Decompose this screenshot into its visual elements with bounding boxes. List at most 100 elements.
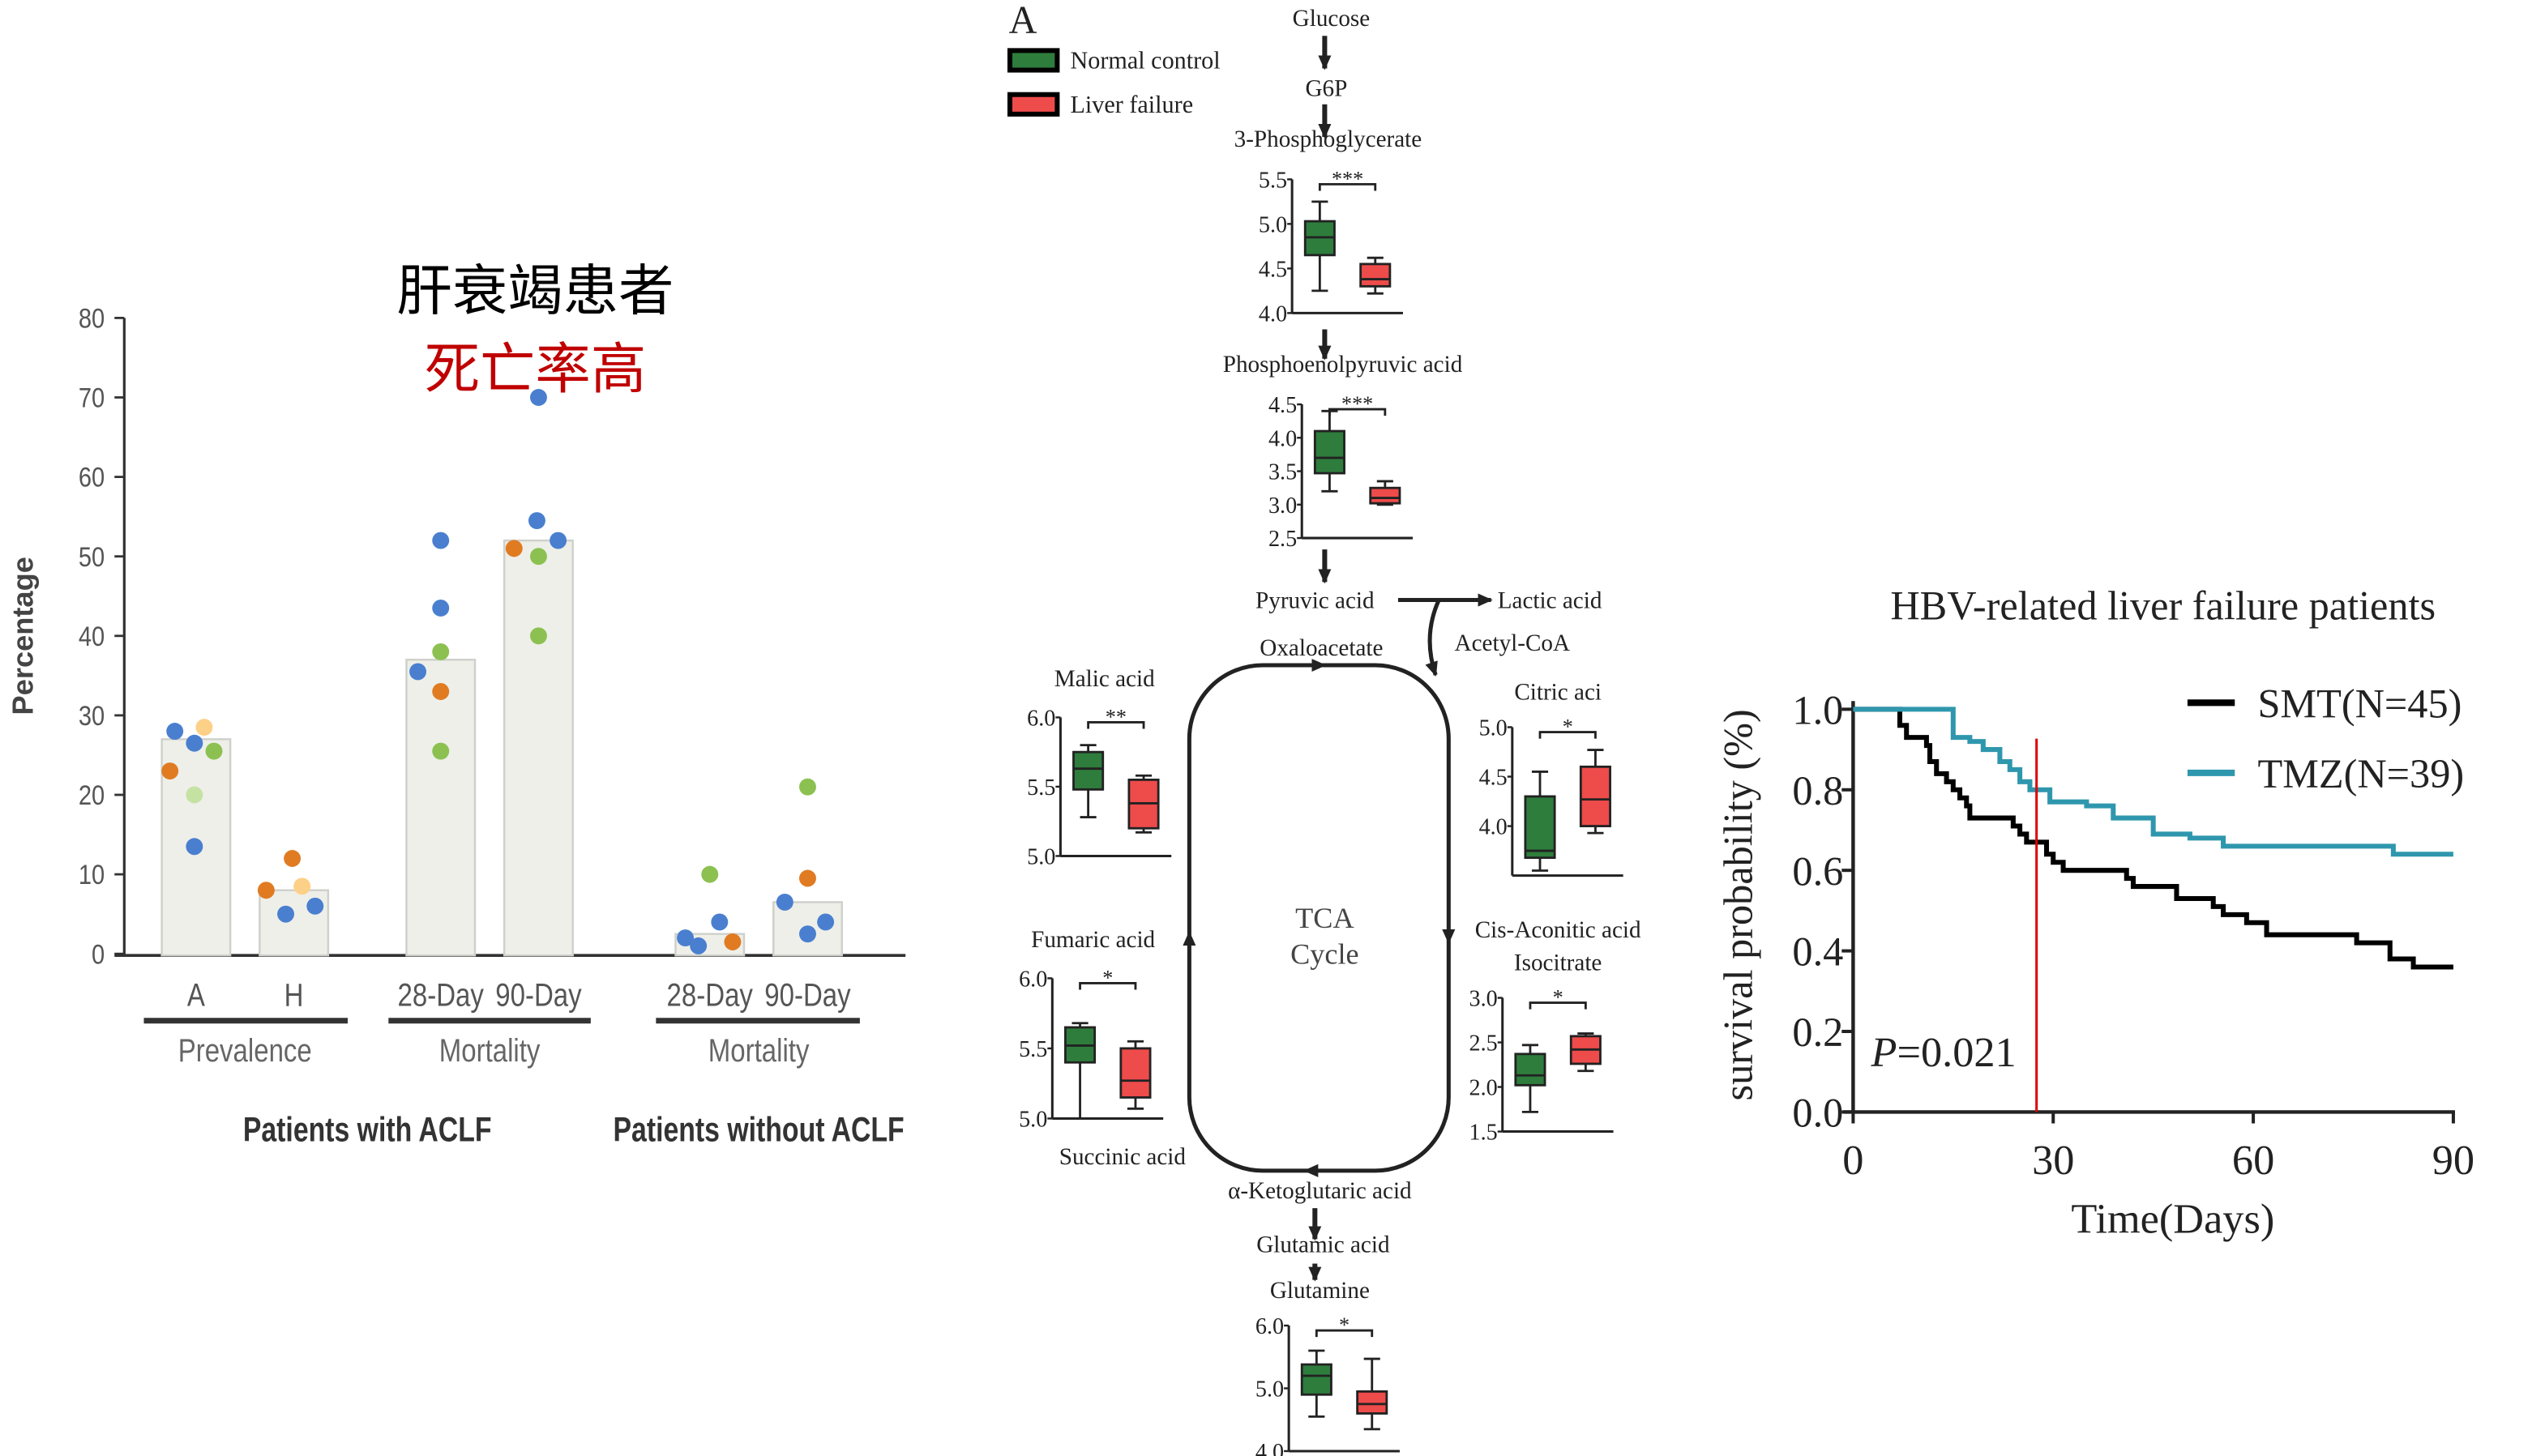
- y-tick-label: 6.0: [1019, 967, 1047, 992]
- data-point: [817, 913, 835, 931]
- bar: [503, 539, 574, 957]
- pathway-label-acetyl: Acetyl-CoA: [1455, 630, 1571, 656]
- data-point: [432, 643, 450, 660]
- box-liver-failure: [1369, 486, 1401, 505]
- pathway-label-lactic: Lactic acid: [1498, 588, 1602, 614]
- y-tick-label: 1.0: [1792, 687, 1843, 732]
- panel-letter: A: [1009, 0, 1037, 41]
- data-point: [528, 512, 545, 530]
- p-value-annotation: P=0.021: [1871, 1029, 2017, 1076]
- x-tick-label: 30: [2032, 1137, 2074, 1184]
- pathway-label-oxaloacetate: Oxaloacetate: [1260, 635, 1383, 661]
- significance-stars: **: [1106, 705, 1127, 728]
- y-tick-label: 5.0: [1255, 1377, 1284, 1403]
- y-tick-label: 0.2: [1792, 1010, 1843, 1055]
- legend-label: SMT(N=45): [2257, 681, 2462, 726]
- y-tick-label: 5.5: [1027, 775, 1055, 801]
- box-normal-control: [1313, 429, 1345, 475]
- box-normal-control: [1300, 1363, 1332, 1396]
- tca-label: TCA: [1295, 902, 1354, 934]
- significance-bracket: [1315, 1329, 1374, 1338]
- y-tick-label: 4.5: [1479, 766, 1508, 791]
- y-tick-label: 6.0: [1027, 706, 1055, 731]
- boxplot-panel: Phosphoenolpyruvic acid2.53.03.54.04.5**…: [1223, 352, 1463, 552]
- p-label: P: [1871, 1029, 1897, 1076]
- y-tick-label: 60: [79, 461, 105, 493]
- y-tick-label: 2.5: [1268, 527, 1297, 552]
- pathway-arrow: [1425, 599, 1441, 677]
- y-tick-label: 4.5: [1259, 257, 1287, 282]
- category-label: 90-Day: [495, 977, 582, 1014]
- significance-bracket: [1079, 982, 1137, 990]
- y-tick-label: 3.0: [1469, 987, 1497, 1012]
- y-tick-label: 5.0: [1479, 716, 1508, 741]
- data-point: [409, 663, 427, 681]
- box-normal-control: [1072, 750, 1105, 791]
- category-label: 28-Day: [667, 977, 754, 1014]
- pathway-label-cis-aconitic: Cis-Aconitic acid: [1475, 917, 1641, 943]
- significance-bracket: [1538, 731, 1597, 739]
- y-tick-label: 50: [79, 541, 105, 573]
- data-point: [186, 838, 203, 856]
- y-tick-label: 10: [79, 859, 105, 890]
- data-point: [529, 548, 547, 566]
- significance-bracket: [1087, 721, 1145, 729]
- y-tick-label: 40: [79, 621, 105, 652]
- y-tick-label: 80: [79, 302, 105, 334]
- data-point: [166, 723, 184, 740]
- data-point: [776, 893, 793, 911]
- y-axis-label: survival probability (%): [1716, 709, 1761, 1100]
- panel-title: 3-Phosphoglycerate: [1234, 126, 1422, 152]
- y-tick-label: 0.4: [1792, 929, 1843, 975]
- group-label: Mortality: [439, 1032, 541, 1069]
- data-point: [711, 913, 729, 931]
- category-label: A: [187, 977, 205, 1014]
- y-tick-label: 2.5: [1469, 1031, 1497, 1057]
- significance-bracket: [1529, 1001, 1587, 1010]
- legend-swatch: [1007, 48, 1060, 73]
- data-point: [432, 683, 450, 700]
- chart-subtitle: 死亡率高: [425, 339, 647, 400]
- legend-label: Liver failure: [1070, 91, 1193, 118]
- significance-stars: *: [1102, 966, 1113, 989]
- data-point: [284, 850, 302, 867]
- y-tick-label: 0.6: [1792, 848, 1843, 894]
- data-point: [690, 937, 708, 954]
- data-point: [195, 719, 213, 737]
- data-point: [799, 869, 816, 887]
- panel-title: Malic acid: [1054, 666, 1155, 692]
- legend-swatch: [1007, 92, 1060, 117]
- y-tick-label: 4.0: [1259, 301, 1287, 327]
- legend-label: TMZ(N=39): [2257, 751, 2464, 796]
- data-point: [529, 389, 547, 406]
- data-point: [724, 933, 742, 950]
- data-point: [432, 532, 450, 549]
- group-label: Prevalence: [178, 1032, 312, 1069]
- significance-stars: *: [1563, 715, 1573, 739]
- survival-curve-smt: [1853, 707, 2453, 970]
- panel-title: Isocitrate: [1514, 950, 1602, 976]
- data-point: [186, 786, 203, 804]
- data-point: [186, 734, 203, 752]
- category-label: 28-Day: [398, 977, 485, 1014]
- data-point: [161, 762, 179, 780]
- y-axis-label: Percentage: [6, 557, 40, 715]
- category-label: H: [284, 977, 304, 1014]
- x-axis-label: Time(Days): [2071, 1195, 2274, 1242]
- data-point: [701, 865, 719, 883]
- y-tick-label: 3.5: [1268, 460, 1297, 485]
- pathway-label-akg: α-Ketoglutaric acid: [1228, 1178, 1412, 1204]
- pathway-label-pyruvic: Pyruvic acid: [1255, 588, 1375, 614]
- data-point: [205, 742, 223, 760]
- y-tick-label: 2.0: [1469, 1076, 1497, 1101]
- panel-title: Citric aci: [1514, 679, 1602, 705]
- category-label: 90-Day: [764, 977, 851, 1014]
- y-tick-label: 0.0: [1792, 1091, 1843, 1136]
- chart-title: HBV-related liver failure patients: [1890, 583, 2436, 629]
- x-tick-label: 90: [2432, 1137, 2474, 1184]
